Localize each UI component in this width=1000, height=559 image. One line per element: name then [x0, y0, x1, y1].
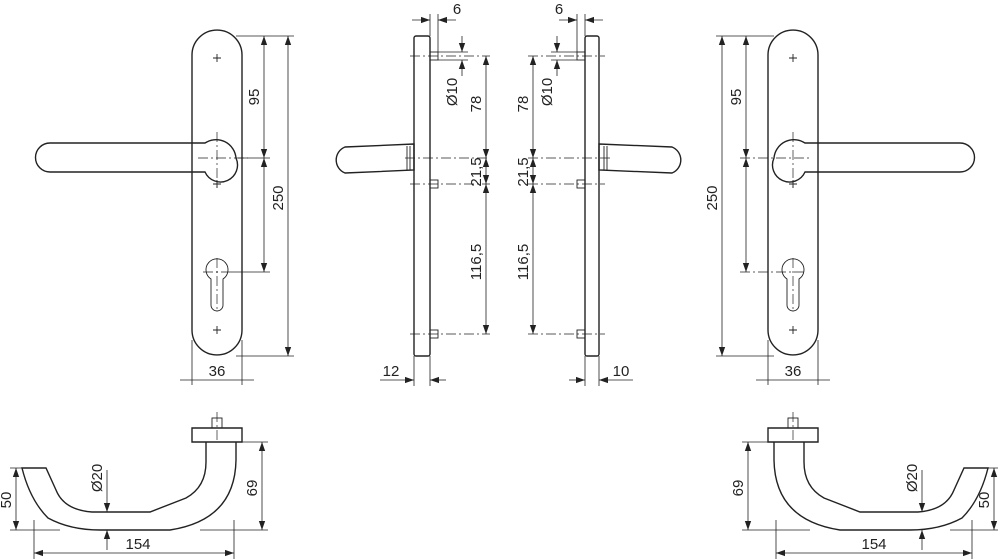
- backplate-outline: [191, 29, 243, 356]
- screw-mark: [789, 54, 797, 62]
- top-view-right: 69 Ø20 50 154: [730, 412, 998, 559]
- side-plate-outline: [413, 35, 431, 357]
- dim-offset-6: 6: [453, 1, 461, 18]
- dim-height-95: 95: [728, 89, 745, 106]
- lever-top-outline: [773, 442, 989, 531]
- dim-diameter-20: Ø20: [904, 464, 921, 492]
- dim-length-154: 154: [861, 536, 886, 553]
- rosette-outline: [767, 427, 819, 443]
- side-plate-outline: [584, 35, 600, 357]
- dim-height-250: 250: [270, 185, 287, 210]
- backplate-outline: [767, 29, 819, 356]
- side-view-right: 6 Ø10 78 21,5 116,5 10: [515, 1, 682, 386]
- dim-height-116-5: 116,5: [468, 244, 485, 280]
- screw-mark: [213, 54, 221, 62]
- dim-height-78: 78: [515, 96, 532, 113]
- dim-height-50: 50: [976, 492, 993, 509]
- dim-thickness-10: 10: [613, 363, 630, 380]
- screw-mark: [789, 180, 797, 188]
- screw-mark: [213, 326, 221, 334]
- lever-outline: [34, 139, 239, 183]
- top-view-left: 50 Ø20 69 154: [0, 412, 268, 559]
- side-view-left: 6 Ø10 78 21,5 116,5 12: [335, 1, 490, 386]
- side-lever-outline: [335, 143, 415, 174]
- dim-diameter-10: Ø10: [539, 78, 556, 106]
- dim-height-95: 95: [246, 89, 263, 106]
- lever-outline: [771, 139, 976, 183]
- dim-width-36: 36: [209, 363, 226, 380]
- keyhole-outline: [781, 258, 805, 312]
- dim-length-154: 154: [125, 536, 150, 553]
- dim-height-69: 69: [730, 480, 747, 497]
- dim-offset-6: 6: [555, 1, 563, 18]
- lever-top-outline: [21, 442, 237, 531]
- keyhole-outline: [205, 258, 229, 312]
- dim-height-78: 78: [468, 96, 485, 113]
- screw-mark: [789, 326, 797, 334]
- front-view-left: 95 250 36: [34, 29, 294, 385]
- screw-mark: [213, 180, 221, 188]
- dim-height-21-5: 21,5: [515, 157, 532, 186]
- dim-height-69: 69: [244, 480, 261, 497]
- dim-height-50: 50: [0, 492, 15, 509]
- side-lever-outline: [598, 143, 682, 174]
- dim-width-36: 36: [785, 363, 802, 380]
- dim-thickness-12: 12: [383, 363, 400, 380]
- dim-height-116-5: 116,5: [515, 244, 532, 280]
- dim-diameter-10: Ø10: [444, 78, 461, 106]
- dim-height-21-5: 21,5: [468, 157, 485, 186]
- front-view-right: 95 250 36: [704, 29, 976, 385]
- dim-diameter-20: Ø20: [89, 464, 106, 492]
- dim-height-250: 250: [704, 185, 721, 210]
